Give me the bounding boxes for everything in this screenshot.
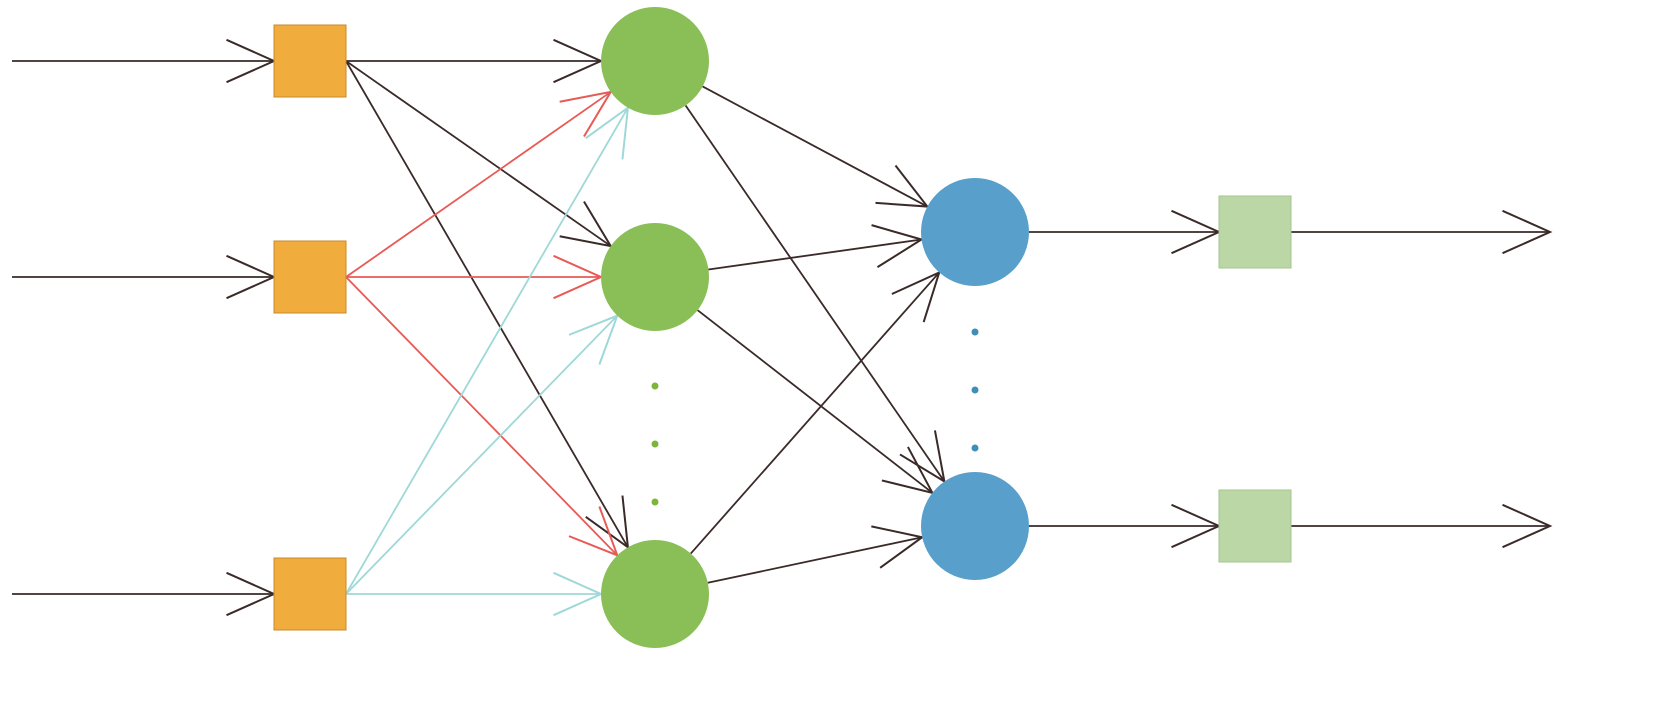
edge-hidden1-2-to-hidden2-2-arrowhead [881, 446, 935, 495]
output-node-1 [1218, 195, 1292, 269]
output-line-1-arrowhead [1502, 209, 1553, 255]
edge-input1-to-hidden1-3-arrowhead [585, 495, 630, 550]
edge-hidden1-2-to-hidden2-1-arrowhead [871, 224, 924, 268]
edge-hidden1-1-to-hidden2-1-arrowhead [875, 164, 930, 208]
output-node-2 [1218, 489, 1292, 563]
edge-hidden1-2-to-hidden2-2 [697, 309, 933, 494]
edge-hidden1-1-to-hidden2-2 [684, 104, 946, 483]
edge-input3-to-hidden1-1 [345, 107, 629, 595]
hidden1-ellipsis-dot-3 [651, 498, 659, 506]
hidden2-node-1 [921, 178, 1029, 286]
hidden1-node-2 [601, 223, 709, 331]
hidden1-ellipsis-dot-1 [651, 382, 659, 390]
edges-group [12, 60, 1550, 595]
edge-hidden1-3-to-hidden2-1-arrowhead [891, 270, 941, 323]
edge-input3-to-hidden1-1-arrowhead [585, 105, 630, 160]
edge-hidden1-3-to-hidden2-2 [707, 536, 923, 584]
edge-input3-to-hidden1-2-arrowhead [568, 313, 620, 365]
edge-input3-to-hidden1-2 [345, 315, 618, 595]
input-node-2 [273, 240, 347, 314]
hidden2-node-2 [921, 472, 1029, 580]
edge-input1-to-hidden1-2-arrowhead [559, 200, 613, 248]
edge-hidden1-1-to-hidden2-1 [702, 85, 928, 208]
edge-input2-to-hidden1-3-arrowhead [568, 506, 620, 558]
input-node-3 [273, 557, 347, 631]
nodes-group [273, 7, 1292, 648]
edge-hidden1-2-to-hidden2-1 [708, 238, 922, 271]
hidden1-node-1 [601, 7, 709, 115]
hidden2-ellipsis-dot-2 [971, 386, 979, 394]
edge-input2-to-hidden1-1 [345, 91, 612, 278]
hidden1-node-3 [601, 540, 709, 648]
output-line-2-arrowhead [1502, 503, 1553, 549]
edge-input2-to-hidden1-3 [345, 276, 618, 556]
edge-input2-to-hidden1-1-arrowhead [559, 90, 613, 138]
hidden1-ellipsis-dot-2 [651, 440, 659, 448]
hidden2-ellipsis-dot-1 [971, 328, 979, 336]
edge-hidden1-3-to-hidden2-2-arrowhead [871, 525, 925, 569]
arrowheads-group [226, 38, 1553, 617]
hidden2-ellipsis-dot-3 [971, 444, 979, 452]
edge-hidden1-3-to-hidden2-1 [690, 271, 940, 555]
edge-input1-to-hidden1-2 [345, 60, 612, 247]
edge-input1-to-hidden1-3 [345, 60, 629, 548]
input-node-1 [273, 24, 347, 98]
ellipsis-group [651, 328, 979, 506]
